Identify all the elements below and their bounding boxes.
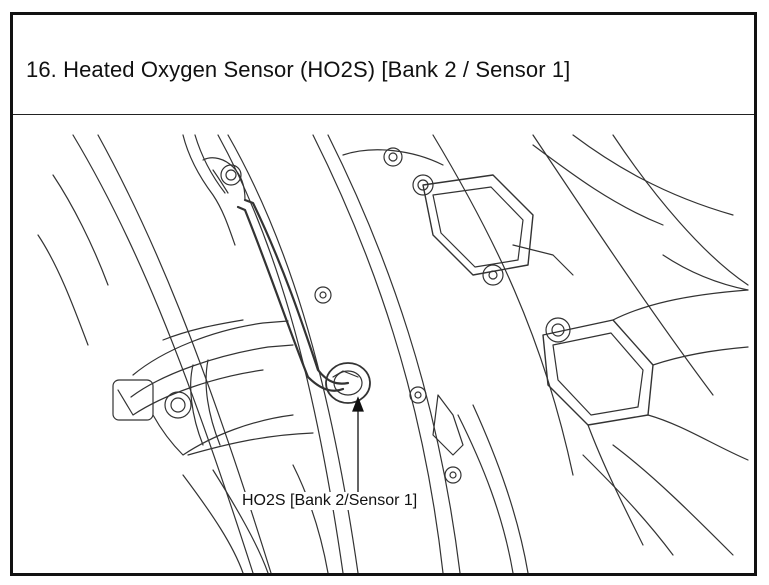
frame-line-1 <box>72 134 254 573</box>
upper-bracket <box>422 174 534 276</box>
frame-line-6 <box>327 134 461 573</box>
frame-line-8 <box>532 134 714 396</box>
frame-line-7 <box>432 134 574 476</box>
callout-leader-arrow <box>352 396 364 495</box>
sensor-harness-wire <box>243 198 350 385</box>
sensor-callout-label: HO2S [Bank 2/Sensor 1] <box>241 492 419 510</box>
page-title: 16. Heated Oxygen Sensor (HO2S) [Bank 2 … <box>26 57 571 82</box>
oxygen-sensor-body <box>325 362 371 404</box>
engine-bay-illustration <box>37 134 749 573</box>
frame-line-9 <box>612 134 749 286</box>
sensor-harness-wire-2 <box>236 205 345 392</box>
title-bar: 16. Heated Oxygen Sensor (HO2S) [Bank 2 … <box>13 15 754 115</box>
frame-line-5 <box>312 134 444 573</box>
frame-line-2 <box>97 134 272 573</box>
document-frame: 16. Heated Oxygen Sensor (HO2S) [Bank 2 … <box>10 12 757 576</box>
